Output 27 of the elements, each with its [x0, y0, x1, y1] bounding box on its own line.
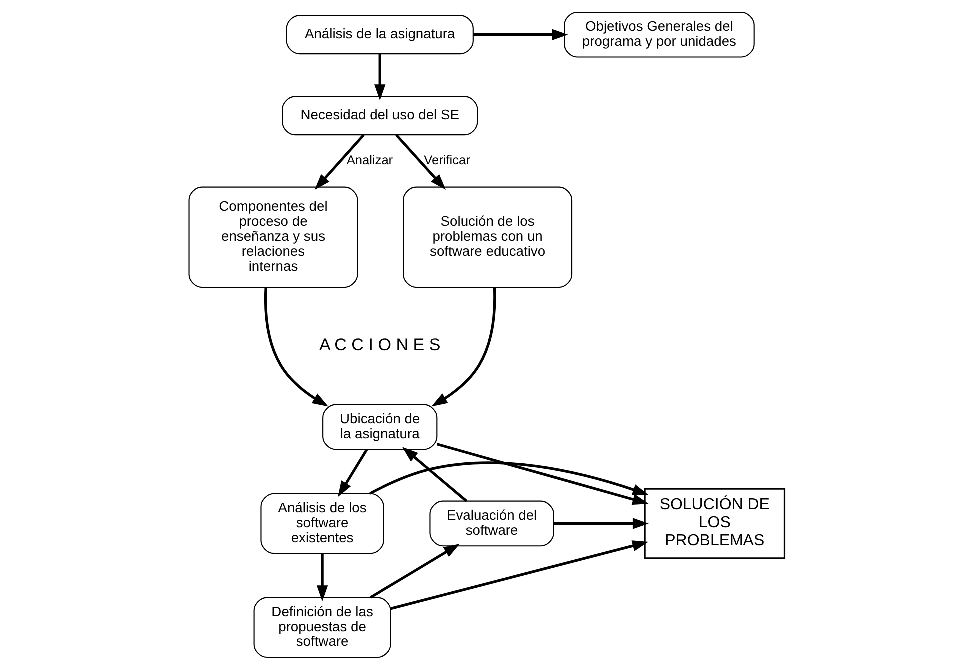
arrow: [394, 134, 446, 190]
arrow: [316, 554, 328, 602]
arrow: [390, 540, 648, 610]
arrow: [402, 447, 468, 502]
arrow: [264, 288, 328, 407]
edge-label: Analizar: [346, 152, 393, 168]
node-box: SOLUCIÓN DE LOS PROBLEMAS: [644, 488, 786, 560]
arrow: [338, 449, 368, 498]
node-box: Análisis de los software existentes: [260, 493, 384, 554]
node-box: Análisis de la asignatura: [286, 15, 474, 55]
node-box: Ubicación de la asignatura: [322, 404, 438, 450]
node-box: Objetivos Generales del programa y por unidades: [564, 12, 754, 58]
arrow: [436, 443, 648, 506]
edge-label: Verificar: [424, 152, 470, 168]
node-box: Solución de los problemas con un software educativo: [402, 186, 572, 288]
arrow: [472, 29, 568, 40]
arrow: [314, 134, 364, 190]
label: A C C I O N E S: [318, 335, 440, 354]
arrow: [431, 288, 496, 407]
node-box: Evaluación del software: [429, 500, 554, 547]
arrow: [554, 518, 648, 530]
node-box: Definición de las propuestas de software: [253, 597, 391, 658]
arrow: [374, 54, 386, 101]
node-box: Necesidad del uso del SE: [282, 96, 478, 136]
node-box: Componentes del proceso de enseñanza y sus relaciones internas: [188, 186, 358, 288]
arrow: [369, 544, 460, 599]
arrow: [369, 462, 648, 496]
